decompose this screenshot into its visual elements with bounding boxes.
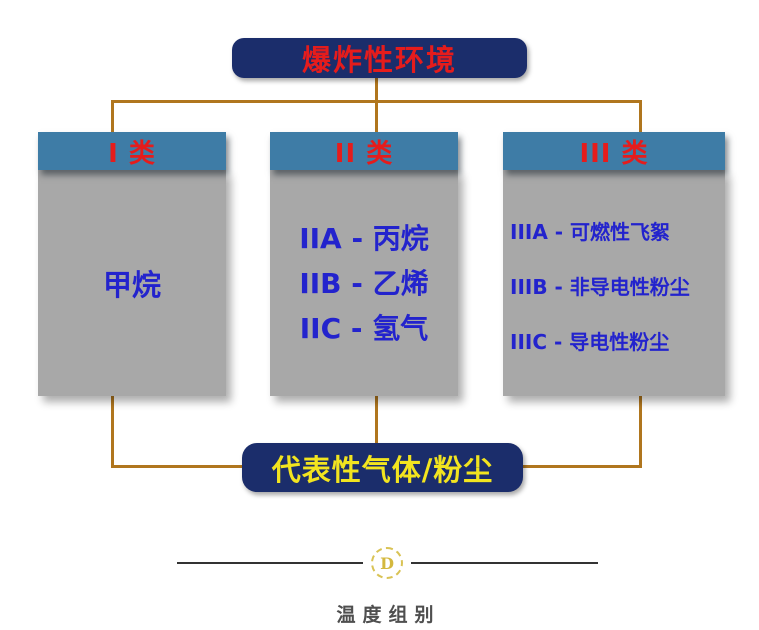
- column-1-header: I 类: [38, 132, 226, 170]
- connector-stub-col3: [639, 100, 642, 134]
- column-group-2: II 类 IIA - 丙烷 IIB - 乙烯 IIC - 氢气: [270, 132, 458, 396]
- column-1-item: 甲烷: [102, 268, 161, 302]
- column-3-item: IIIB - 非导电性粉尘: [510, 274, 690, 299]
- column-2-body: IIA - 丙烷 IIB - 乙烯 IIC - 氢气: [270, 170, 458, 396]
- column-2-item: IIB - 乙烯: [299, 266, 429, 300]
- column-1-header-label: I 类: [108, 138, 156, 169]
- footer-box-label: 代表性气体/粉尘: [271, 452, 494, 487]
- connector-root-vertical: [375, 77, 378, 134]
- column-2-item: IIC - 氢气: [299, 311, 429, 345]
- connector-col2-down: [375, 395, 378, 445]
- root-box: 爆炸性环境: [232, 38, 527, 78]
- column-group-1: I 类 甲烷: [38, 132, 226, 396]
- column-group-3: III 类 IIIA - 可燃性飞絮 IIIB - 非导电性粉尘 IIIC - …: [503, 132, 725, 396]
- column-2-item: IIA - 丙烷: [299, 221, 429, 255]
- root-box-label: 爆炸性环境: [301, 43, 457, 77]
- column-1-body: 甲烷: [38, 170, 226, 396]
- connector-col3-down: [639, 395, 642, 468]
- column-3-header: III 类: [503, 132, 725, 170]
- column-3-header-label: III 类: [579, 138, 649, 169]
- connector-col1-down: [111, 395, 114, 468]
- column-3-body: IIIA - 可燃性飞絮 IIIB - 非导电性粉尘 IIIC - 导电性粉尘: [503, 170, 725, 396]
- column-3-item: IIIC - 导电性粉尘: [510, 329, 670, 354]
- column-3-item: IIIA - 可燃性飞絮: [510, 219, 671, 244]
- section-d-badge-letter: D: [380, 553, 394, 573]
- divider-line-left: [177, 562, 363, 564]
- connector-stub-col1: [111, 100, 114, 134]
- column-2-header-label: II 类: [334, 138, 394, 169]
- connector-top-horizontal: [111, 100, 642, 103]
- column-2-header: II 类: [270, 132, 458, 170]
- section-d-badge: D: [371, 547, 403, 579]
- section-caption: 温度组别: [336, 604, 441, 626]
- footer-box: 代表性气体/粉尘: [242, 443, 523, 492]
- divider-line-right: [411, 562, 598, 564]
